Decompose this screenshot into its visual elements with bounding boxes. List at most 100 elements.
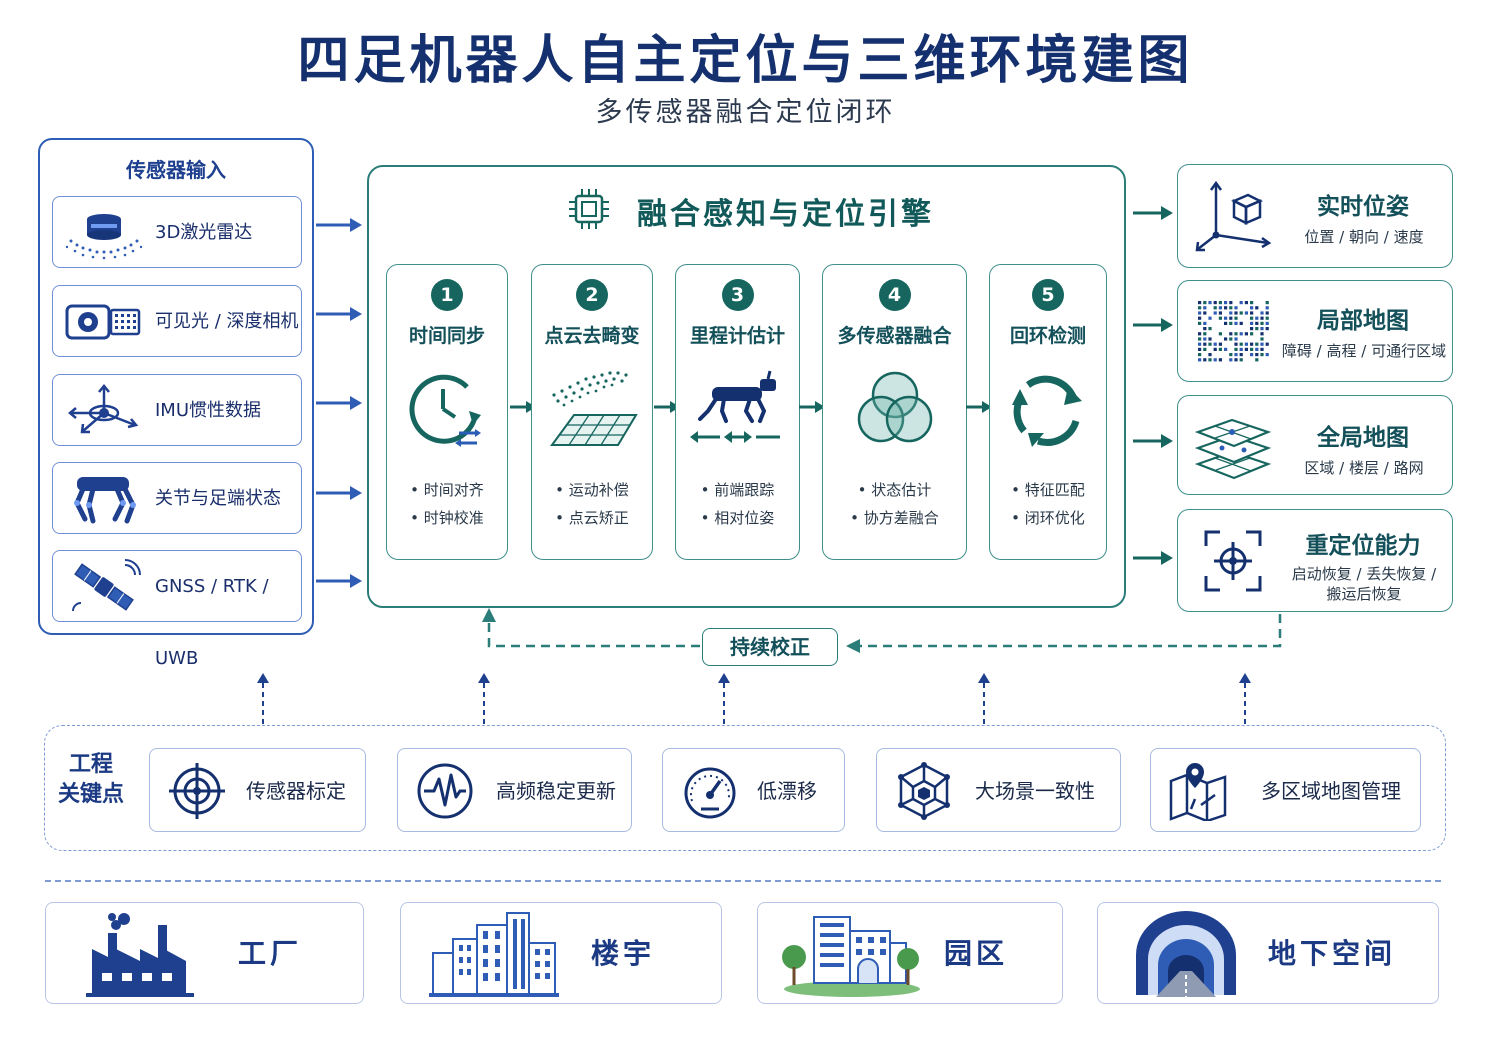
tunnel-icon bbox=[1136, 911, 1236, 997]
output-subtitle: 障碍 / 高程 / 可通行区域 bbox=[1281, 342, 1447, 360]
step-arrow bbox=[799, 401, 825, 413]
output-subtitle: 区域 / 楼层 / 路网 bbox=[1304, 459, 1424, 477]
output-arrow bbox=[1133, 551, 1173, 565]
step-bullet: • 协方差融合 bbox=[850, 509, 939, 527]
output-arrow bbox=[1133, 206, 1173, 220]
point-cloud-grid-icon bbox=[550, 371, 638, 446]
step-bullet: • 特征匹配 bbox=[1011, 481, 1085, 499]
lidar-icon bbox=[65, 214, 143, 260]
waveform-icon bbox=[417, 763, 473, 819]
output-card-local-map[interactable]: 局部地图 障碍 / 高程 / 可通行区域 bbox=[1177, 280, 1453, 382]
step-bullet: • 状态估计 bbox=[857, 481, 932, 499]
key-card-calibration[interactable]: 传感器标定 bbox=[149, 748, 366, 832]
step-number: 3 bbox=[721, 279, 754, 311]
output-subtitle: 启动恢复 / 丢失恢复 / 搬运后恢复 bbox=[1291, 565, 1437, 603]
step-arrow bbox=[966, 401, 992, 413]
key-label: 传感器标定 bbox=[246, 779, 346, 803]
step-card-deskew[interactable]: 2 点云去畸变 • 运动补偿 • 点云矫正 bbox=[531, 264, 653, 560]
sensor-label: 3D激光雷达 bbox=[155, 222, 253, 243]
sensor-card-joint-state[interactable]: 关节与足端状态 bbox=[52, 462, 302, 534]
step-number: 5 bbox=[1032, 279, 1064, 311]
sensor-card-lidar[interactable]: 3D激光雷达 bbox=[52, 196, 302, 268]
page-title: 四足机器人自主定位与三维环境建图 bbox=[297, 31, 1194, 91]
output-title: 全局地图 bbox=[1317, 425, 1409, 451]
imu-axes-icon bbox=[68, 384, 139, 434]
up-arrow bbox=[257, 673, 269, 724]
input-arrow bbox=[316, 486, 362, 500]
step-title: 回环检测 bbox=[1009, 325, 1086, 347]
campus-icon bbox=[782, 916, 920, 997]
engine-title: 融合感知与定位引擎 bbox=[637, 197, 934, 232]
key-label: 多区域地图管理 bbox=[1261, 779, 1401, 803]
scene-card-factory[interactable]: 工厂 bbox=[45, 902, 364, 1004]
key-card-consistency[interactable]: 大场景一致性 bbox=[876, 748, 1121, 832]
output-card-pose[interactable]: 实时位姿 位置 / 朝向 / 速度 bbox=[1177, 164, 1453, 268]
key-card-map-management[interactable]: 多区域地图管理 bbox=[1150, 748, 1421, 832]
relocalize-target-icon bbox=[1204, 530, 1262, 592]
step-bullet: • 点云矫正 bbox=[555, 509, 629, 527]
step-card-time-sync[interactable]: 1 时间同步 • 时间对齐 • 时钟校准 bbox=[386, 264, 508, 560]
satellite-icon bbox=[72, 559, 141, 612]
sensor-label: GNSS / RTK / UWB bbox=[155, 576, 269, 669]
camera-icon bbox=[65, 304, 141, 340]
step-bullet: • 运动补偿 bbox=[555, 481, 629, 499]
sensor-label: 可见光 / 深度相机 bbox=[155, 311, 299, 332]
clock-icon bbox=[409, 374, 481, 447]
step-bullet: • 相对位姿 bbox=[700, 509, 775, 527]
key-label: 高频稳定更新 bbox=[496, 779, 616, 803]
network-cube-icon bbox=[898, 762, 950, 820]
input-arrow bbox=[316, 218, 362, 232]
up-arrow bbox=[978, 673, 990, 724]
pose-cube-icon bbox=[1195, 180, 1272, 252]
fusion-engine-panel: 融合感知与定位引擎 1 时间同步 • 时间对齐 • 时钟校准 2 点云去畸变 bbox=[367, 165, 1126, 608]
step-card-loop-closure[interactable]: 5 回环检测 • 特征匹配 • 闭环优化 bbox=[989, 264, 1107, 560]
up-arrow bbox=[478, 673, 490, 724]
buildings-icon bbox=[429, 912, 559, 997]
up-arrow bbox=[718, 673, 730, 724]
input-arrow bbox=[316, 307, 362, 321]
step-number: 2 bbox=[576, 279, 608, 311]
sensor-panel-title: 传感器输入 bbox=[126, 158, 226, 182]
output-card-relocalization[interactable]: 重定位能力 启动恢复 / 丢失恢复 / 搬运后恢复 bbox=[1177, 509, 1453, 612]
factory-icon bbox=[86, 913, 194, 997]
chip-icon bbox=[569, 189, 609, 229]
scene-label: 地下空间 bbox=[1268, 937, 1397, 970]
output-arrow bbox=[1133, 318, 1173, 332]
step-bullet: • 闭环优化 bbox=[1011, 509, 1085, 527]
key-card-low-drift[interactable]: 低漂移 bbox=[662, 748, 845, 832]
sensor-label: IMU惯性数据 bbox=[155, 400, 262, 421]
key-points-panel: 工程 关键点 传感器标定 高频稳定更新 低漂移 bbox=[44, 725, 1446, 851]
input-arrow bbox=[316, 396, 362, 410]
step-bullet: • 时钟校准 bbox=[410, 509, 484, 527]
step-title: 多传感器融合 bbox=[837, 325, 952, 347]
key-label: 大场景一致性 bbox=[975, 779, 1095, 803]
map-pin-icon bbox=[1169, 763, 1227, 821]
step-card-fusion[interactable]: 4 多传感器融合 • 状态估计 • 协方差融合 bbox=[822, 264, 967, 560]
step-bullet: • 前端跟踪 bbox=[700, 481, 775, 499]
scene-label: 园区 bbox=[944, 937, 1009, 970]
key-card-update-rate[interactable]: 高频稳定更新 bbox=[397, 748, 632, 832]
loop-arrows-icon bbox=[1012, 375, 1082, 447]
step-number: 4 bbox=[878, 279, 911, 311]
step-title: 点云去畸变 bbox=[544, 325, 640, 347]
scene-card-campus[interactable]: 园区 bbox=[757, 902, 1063, 1004]
crosshair-icon bbox=[169, 763, 225, 819]
sensor-card-camera[interactable]: 可见光 / 深度相机 bbox=[52, 285, 302, 357]
input-arrow bbox=[316, 574, 362, 588]
step-card-odometry[interactable]: 3 里程计估计 • 前端跟踪 • 相对位姿 bbox=[675, 264, 800, 560]
step-bullet: • 时间对齐 bbox=[410, 481, 484, 499]
sensor-card-imu[interactable]: IMU惯性数据 bbox=[52, 374, 302, 446]
up-arrow bbox=[1239, 673, 1251, 724]
scene-card-underground[interactable]: 地下空间 bbox=[1097, 902, 1439, 1004]
sensor-input-panel: 传感器输入 3D激光雷达 可见光 / 深度相机 bbox=[38, 138, 314, 669]
quadruped-leg-icon bbox=[74, 477, 136, 524]
sensor-card-gnss[interactable]: GNSS / RTK / UWB bbox=[52, 550, 302, 669]
output-arrow bbox=[1133, 434, 1173, 448]
local-map-icon bbox=[1198, 301, 1269, 362]
venn-icon bbox=[857, 371, 932, 443]
scene-card-buildings[interactable]: 楼宇 bbox=[400, 902, 722, 1004]
gauge-icon bbox=[684, 767, 736, 819]
scene-label: 工厂 bbox=[238, 937, 303, 970]
output-card-global-map[interactable]: 全局地图 区域 / 楼层 / 路网 bbox=[1177, 395, 1453, 495]
step-number: 1 bbox=[431, 279, 463, 311]
